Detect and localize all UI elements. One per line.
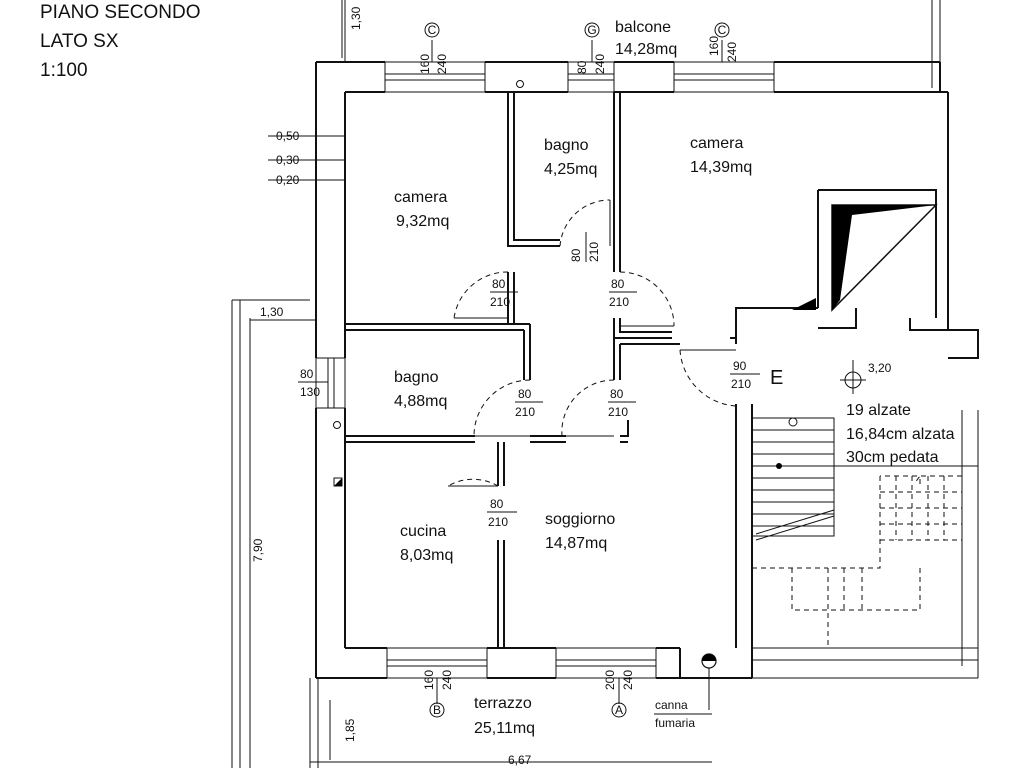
door-height: 210 [488, 515, 508, 529]
door-height: 210 [608, 405, 628, 419]
room-area: 9,32mq [396, 213, 449, 230]
room-name: bagno [394, 369, 439, 386]
plan-subtitle: LATO SX [40, 31, 119, 52]
interior-walls [345, 92, 948, 648]
door-width: 80 [518, 387, 532, 401]
door-width: 80 [611, 277, 625, 291]
window-width: 80 [300, 367, 314, 381]
door-labels [298, 232, 760, 513]
room-area: 4,88mq [394, 393, 447, 410]
stairs-risers: 19 alzate [846, 402, 911, 419]
flue-label: fumaria [655, 716, 695, 730]
window-width: 200 [603, 670, 617, 690]
room-area: 25,11mq [474, 720, 535, 737]
door-width: 90 [733, 359, 747, 373]
ventilation-shaft [792, 204, 938, 312]
window-height: 240 [435, 54, 449, 74]
dim-mark: 3,20 [868, 361, 892, 375]
window-height: 240 [621, 670, 635, 690]
terrace-outline [231, 0, 941, 768]
room-area: 4,25mq [544, 161, 597, 178]
window-height: 240 [725, 42, 739, 62]
window-code: C [428, 23, 437, 37]
window-markers [424, 22, 730, 718]
room-name: cucina [400, 523, 446, 540]
entrance-label: E [770, 367, 783, 389]
stairs-tread: 30cm pedata [846, 449, 939, 466]
window-code: G [587, 23, 596, 37]
dim-height: 7,90 [251, 538, 265, 562]
window-code: B [433, 703, 441, 717]
window-width: 160 [418, 54, 432, 74]
flue-label: canna [655, 698, 688, 712]
door-width: 80 [492, 277, 506, 291]
room-name: bagno [544, 137, 589, 154]
windows [315, 61, 775, 679]
room-area: 14,28mq [615, 41, 677, 58]
window-width: 80 [575, 60, 589, 74]
dim-bottom-b: 6,67 [508, 753, 532, 767]
room-area: 14,39mq [690, 159, 752, 176]
door-width: 80 [569, 248, 583, 262]
room-name: camera [394, 189, 447, 206]
window-height: 130 [300, 385, 320, 399]
door-height: 210 [587, 242, 601, 262]
door-swings [447, 199, 737, 487]
window-height: 240 [593, 54, 607, 74]
room-name: terrazzo [474, 695, 532, 712]
fixtures [333, 80, 866, 710]
door-width: 80 [610, 387, 624, 401]
dim-top: 1,30 [349, 6, 363, 30]
plan-scale: 1:100 [40, 60, 88, 81]
room-area: 14,87mq [545, 535, 607, 552]
dim-side: 1,30 [260, 305, 284, 319]
staircase [751, 410, 979, 679]
window-width: 160 [707, 36, 721, 56]
window-height: 240 [440, 670, 454, 690]
door-height: 210 [731, 377, 751, 391]
window-code: A [615, 703, 623, 717]
door-width: 80 [490, 497, 504, 511]
dim-left-c: 0,20 [276, 173, 300, 187]
stairs-riser-height: 16,84cm alzata [846, 426, 955, 443]
dim-left-b: 0,30 [276, 153, 300, 167]
dim-left-a: 0,50 [276, 129, 300, 143]
door-height: 210 [490, 295, 510, 309]
door-height: 210 [515, 405, 535, 419]
window-width: 160 [422, 670, 436, 690]
room-area: 8,03mq [400, 547, 453, 564]
room-name: soggiorno [545, 511, 615, 528]
plan-title: PIANO SECONDO [40, 2, 200, 23]
window-code: C [718, 23, 727, 37]
dimension-lines [249, 0, 723, 768]
door-height: 210 [609, 295, 629, 309]
room-name: balcone [615, 19, 671, 36]
dim-bottom-a: 1,85 [343, 718, 357, 742]
room-name: camera [690, 135, 743, 152]
